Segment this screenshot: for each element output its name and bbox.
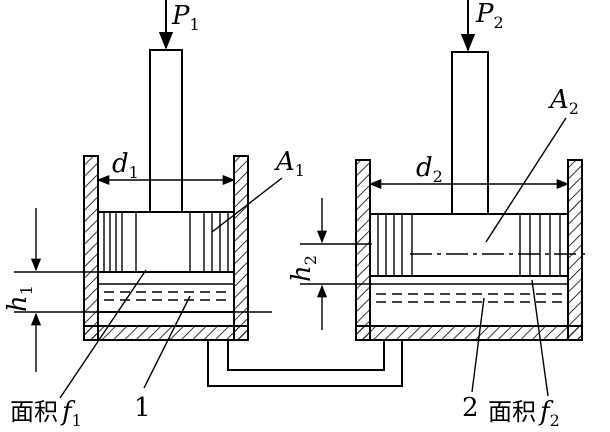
height-dimension-right	[300, 198, 372, 330]
left-fluid	[98, 283, 234, 301]
height-dimension-left	[14, 208, 272, 372]
label-height-left: h1	[3, 285, 36, 312]
label-area-left: A1	[274, 147, 305, 180]
leader-area-right	[485, 117, 567, 243]
label-part-1: 1	[134, 393, 151, 423]
label-diameter-right: d2	[416, 153, 443, 186]
leader-face-area-left	[59, 269, 147, 399]
label-part-2: 2	[462, 393, 479, 423]
right-piston-rod	[451, 51, 489, 215]
leader-part-1	[143, 295, 191, 389]
label-area-right: A2	[548, 85, 579, 118]
right-piston	[369, 213, 569, 277]
label-force-right: P2	[475, 0, 504, 32]
right-fluid	[370, 283, 568, 303]
right-cylinder-left-wall	[355, 159, 371, 341]
right-cylinder	[355, 51, 590, 341]
leader-part-2	[471, 297, 485, 393]
left-piston	[97, 211, 235, 273]
left-cylinder	[83, 49, 249, 341]
left-cylinder-base-plug	[97, 311, 235, 327]
label-height-right: h2	[287, 255, 320, 282]
leader-area-left	[211, 177, 283, 233]
right-cylinder-right-wall	[567, 159, 583, 341]
left-piston-rod	[149, 49, 183, 213]
leader-face-area-right	[531, 279, 549, 397]
connecting-pipe	[207, 340, 403, 387]
right-cylinder-bottom-wall	[355, 325, 583, 341]
label-force-left: P1	[171, 1, 200, 34]
label-diameter-left: d1	[112, 149, 139, 182]
left-cylinder-bottom-wall	[83, 325, 249, 341]
